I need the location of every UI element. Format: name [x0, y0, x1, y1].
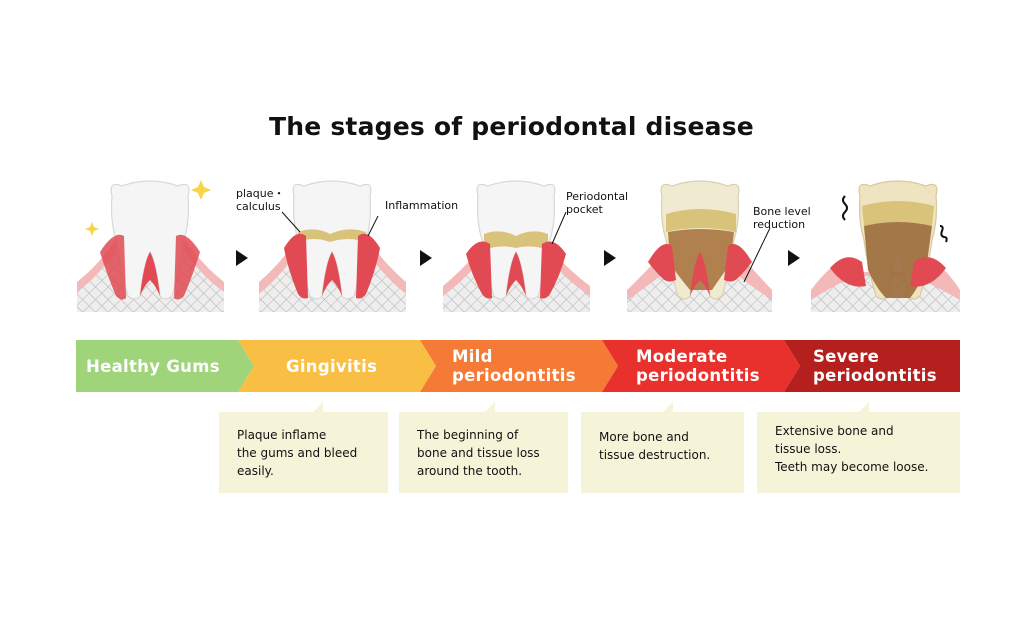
description-moderate: More bone and tissue destruction.: [581, 402, 744, 493]
arrow-right-icon: [236, 250, 248, 266]
tooth-gingivitis: [259, 180, 406, 312]
sparkle-icon: [191, 180, 211, 200]
label-inflammation: Inflammation: [385, 199, 459, 212]
stage-chevron-moderate: [602, 340, 800, 392]
stage-chevron-healthy: [76, 340, 254, 392]
label-plaque: plaque・ calculus: [236, 187, 285, 213]
teeth-illustrations: [77, 180, 960, 312]
description-mild: The beginning of bone and tissue loss ar…: [399, 402, 568, 493]
label-periodontal-pocket: Periodontal pocket: [566, 190, 629, 216]
arrow-right-icon: [788, 250, 800, 266]
description-severe: Extensive bone and tissue loss. Teeth ma…: [757, 402, 960, 493]
stage-chevron-severe: [784, 340, 960, 392]
tooth-healthy: [77, 180, 224, 312]
stage-label-healthy: Healthy Gums: [86, 357, 220, 376]
sparkle-icon: [85, 222, 99, 236]
stage-label-moderate: Moderate periodontitis: [636, 347, 760, 385]
stage-progress-bar: [76, 340, 960, 392]
tooth-mild: [443, 180, 590, 312]
stage-chevron-gingivitis: [238, 340, 436, 392]
wobble-icon: [842, 195, 848, 221]
arrow-right-icon: [420, 250, 432, 266]
arrow-right-icon: [604, 250, 616, 266]
stage-chevron-mild: [420, 340, 618, 392]
description-gingivitis: Plaque inflame the gums and bleed easily…: [219, 402, 388, 493]
wobble-icon: [939, 225, 948, 243]
tooth-moderate: [627, 180, 772, 312]
page-title: The stages of periodontal disease: [269, 112, 754, 141]
stage-label-gingivitis: Gingivitis: [286, 357, 378, 376]
tooth-severe: [811, 180, 960, 312]
label-bone-level: Bone level reduction: [753, 205, 811, 231]
stage-label-severe: Severe periodontitis: [813, 347, 937, 385]
stage-label-mild: Mild periodontitis: [452, 347, 576, 385]
